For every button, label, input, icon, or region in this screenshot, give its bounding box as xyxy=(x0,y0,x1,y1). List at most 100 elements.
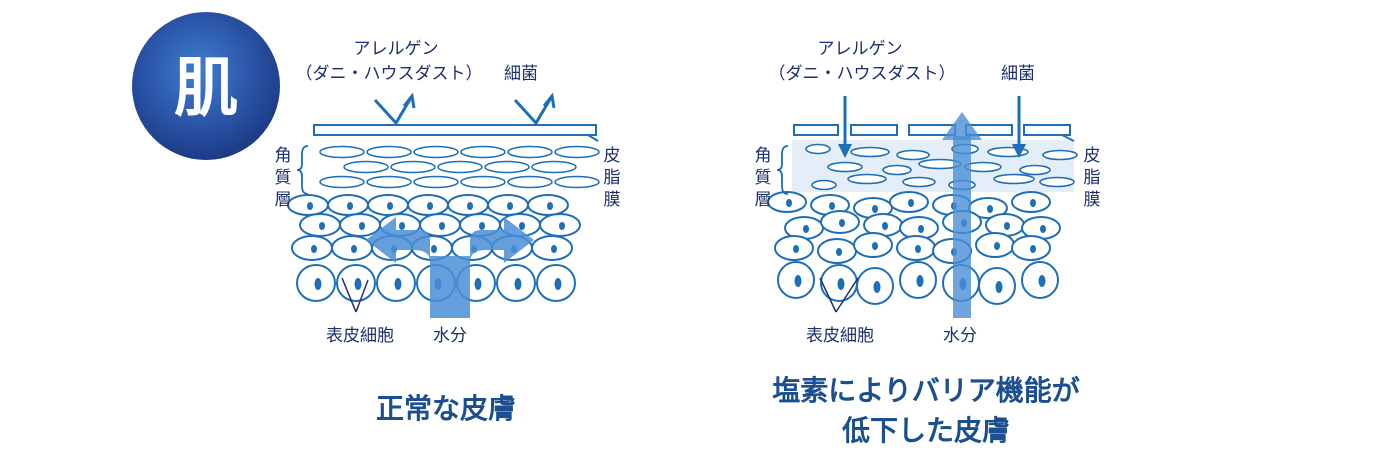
right-stratum-bracket xyxy=(776,145,789,195)
cell-nucleus xyxy=(351,245,357,253)
right-water-arrow xyxy=(942,112,982,318)
cell-nucleus xyxy=(359,222,365,230)
stratum-cell xyxy=(850,146,890,158)
stratum-cell xyxy=(343,160,389,174)
cell-nucleus xyxy=(995,281,1003,293)
cell-nucleus xyxy=(1004,222,1010,230)
stratum-cell xyxy=(554,145,600,159)
cell-nucleus xyxy=(479,222,485,230)
cell-nucleus xyxy=(439,222,445,230)
stratum-cell xyxy=(390,160,436,174)
cell-nucleus xyxy=(474,278,482,290)
cell-nucleus xyxy=(431,245,437,253)
cell-nucleus xyxy=(836,248,842,256)
cell-nucleus xyxy=(915,245,921,253)
cell-nucleus xyxy=(994,242,1000,250)
stratum-cell xyxy=(531,160,577,174)
stratum-cell xyxy=(319,145,365,159)
cell-nucleus xyxy=(829,202,835,210)
left-stratum-label-1: 角 xyxy=(275,146,292,166)
stratum-cell xyxy=(413,175,459,189)
cell-nucleus xyxy=(786,199,792,207)
stratum-cell xyxy=(484,160,530,174)
left-sebum-label-2: 脂 xyxy=(604,168,621,188)
cell-nucleus xyxy=(467,202,473,210)
left-sebum-label-3: 膜 xyxy=(604,190,621,210)
cell-nucleus xyxy=(1030,245,1036,253)
cell-nucleus xyxy=(347,202,353,210)
right-stratum-label-1: 角 xyxy=(755,146,772,166)
cell-nucleus xyxy=(551,245,557,253)
right-allergen-label-1: アレルゲン xyxy=(818,39,903,59)
cell-nucleus xyxy=(427,202,433,210)
right-stratum-label-3: 層 xyxy=(755,190,772,210)
stratum-cell xyxy=(460,175,506,189)
left-stratum-bracket xyxy=(296,145,309,195)
right-sebum-label-3: 膜 xyxy=(1084,190,1101,210)
stratum-cell xyxy=(902,176,936,188)
left-water-label: 水分 xyxy=(433,326,467,346)
right-caption-line-1: 塩素によりバリア機能が xyxy=(772,374,1079,407)
right-stratum-label-2: 質 xyxy=(755,168,772,188)
cell-nucleus xyxy=(1038,275,1046,287)
right-bacteria-label: 細菌 xyxy=(1001,64,1035,84)
stratum-cell xyxy=(847,173,887,185)
right-cells xyxy=(767,191,1061,305)
badge: 肌 xyxy=(132,12,280,160)
left-stratum xyxy=(319,145,600,189)
cell-nucleus xyxy=(354,278,362,290)
stratum-cell xyxy=(507,145,553,159)
stratum-cell xyxy=(319,175,365,189)
stratum-cell xyxy=(554,175,600,189)
left-stratum-label-3: 層 xyxy=(275,190,292,210)
left-cells-label: 表皮細胞 xyxy=(326,326,394,346)
left-cell-leaders xyxy=(341,277,369,313)
left-allergen-label-2: （ダニ・ハウスダスト） xyxy=(296,64,483,84)
right-cells-label: 表皮細胞 xyxy=(806,326,874,346)
stratum-cell xyxy=(805,143,831,155)
cell-nucleus xyxy=(307,202,313,210)
stratum-cell xyxy=(827,161,863,173)
left-sebum-membrane xyxy=(313,124,597,136)
cell-nucleus xyxy=(314,278,322,290)
cell-nucleus xyxy=(394,278,402,290)
cell-nucleus xyxy=(872,205,878,213)
cell-nucleus xyxy=(1040,225,1046,233)
cell-nucleus xyxy=(872,242,878,250)
stratum-cell xyxy=(882,164,912,176)
stratum-cell xyxy=(366,145,412,159)
left-water-arrow xyxy=(366,217,534,318)
right-sebum-label-1: 皮 xyxy=(1084,146,1101,166)
left-bacteria-label: 細菌 xyxy=(504,64,538,84)
stratum-cell xyxy=(811,179,837,191)
stratum-cell xyxy=(366,175,412,189)
right-cell-leaders xyxy=(819,277,859,313)
cell-nucleus xyxy=(514,278,522,290)
cell-nucleus xyxy=(311,245,317,253)
right-panel: アレルゲン （ダニ・ハウスダスト） 細菌 角 質 層 皮 脂 膜 表皮細胞 水分… xyxy=(755,39,1101,447)
stratum-cell xyxy=(1019,164,1051,176)
stratum-cell xyxy=(896,149,930,161)
cell-nucleus xyxy=(908,199,914,207)
cell-nucleus xyxy=(839,219,845,227)
right-sebum-membrane xyxy=(793,124,1071,136)
cell-nucleus xyxy=(794,275,802,287)
stratum-cell xyxy=(993,173,1035,185)
cell-nucleus xyxy=(803,225,809,233)
right-caption-line-2: 低下した皮膚 xyxy=(841,414,1010,447)
right-allergen-label-2: （ダニ・ハウスダスト） xyxy=(769,64,956,84)
right-stratum xyxy=(805,143,1078,191)
left-sebum-leader xyxy=(587,134,599,142)
cell-nucleus xyxy=(399,222,405,230)
stratum-cell xyxy=(1039,176,1075,188)
cell-nucleus xyxy=(987,205,993,213)
left-allergen-label-1: アレルゲン xyxy=(354,39,439,59)
cell-nucleus xyxy=(837,278,845,290)
stratum-cell xyxy=(413,145,459,159)
badge-circle xyxy=(132,12,280,160)
stratum-cell xyxy=(1042,149,1078,161)
left-panel: アレルゲン （ダニ・ハウスダスト） 細菌 角 質 層 皮 脂 膜 表皮細胞 水分… xyxy=(275,39,621,425)
cell-nucleus xyxy=(554,278,562,290)
stratum-cell xyxy=(460,145,506,159)
